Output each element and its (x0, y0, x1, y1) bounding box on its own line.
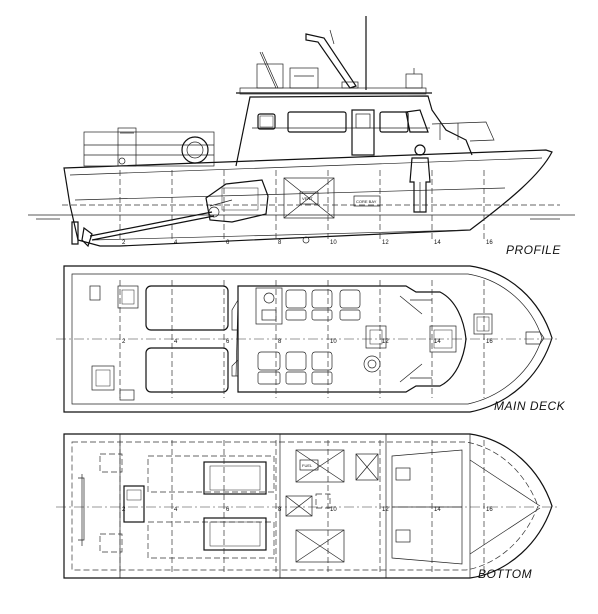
profile-vent-label: VENT (302, 196, 313, 201)
bottom-tank-label: FUEL (302, 463, 313, 468)
helm-hatch (365, 325, 387, 349)
life-ring (181, 136, 209, 164)
roof-box (256, 63, 284, 89)
engine-stbd (203, 517, 267, 551)
station-label: 12 (382, 240, 389, 246)
bottom-tank-center (285, 495, 313, 517)
station-label: 2 (122, 339, 126, 345)
cabin-window-mid (287, 111, 347, 133)
cabin-window-fwd (379, 111, 409, 133)
bottom-view: FUEL 2 4 6 8 10 12 14 16 BOTTOM (56, 433, 560, 581)
station-label: 16 (486, 240, 493, 246)
cabin-window-aft (257, 113, 276, 130)
station-label: 4 (174, 339, 178, 345)
aft-console (117, 127, 137, 167)
helm-wheel (363, 355, 381, 373)
fuel-tank-stbd (147, 521, 275, 559)
engine-profile (205, 179, 269, 223)
station-label: 12 (382, 507, 389, 513)
station-label: 2 (122, 507, 126, 513)
bottom-outline (63, 433, 553, 579)
profile-title: PROFILE (506, 243, 561, 257)
toilet-icon (263, 292, 275, 304)
head-compartment (255, 287, 283, 325)
station-label: 6 (226, 240, 230, 246)
station-label: 6 (226, 507, 230, 513)
station-label: 14 (434, 240, 441, 246)
propeller (81, 226, 93, 248)
hull-profile (63, 149, 553, 247)
profile-stations: 2 4 6 8 10 12 14 16 (119, 170, 493, 246)
station-label: 8 (278, 339, 282, 345)
engine-port (203, 461, 267, 495)
station-label: 8 (278, 507, 282, 513)
person-figure (409, 144, 431, 213)
prop-shaft (89, 211, 213, 237)
deck-fitting-1 (117, 285, 139, 309)
deck-fitting-2 (91, 365, 115, 391)
aft-hatch-stbd (145, 347, 229, 393)
bottom-tank-stbd (295, 529, 345, 563)
bow-hatch (473, 313, 493, 335)
station-label: 16 (486, 507, 493, 513)
station-label: 10 (330, 507, 337, 513)
station-label: 14 (434, 339, 441, 345)
station-label: 2 (122, 240, 126, 246)
bottom-tank-port (295, 449, 345, 483)
crane-arm (305, 33, 357, 89)
cabin-profile (235, 95, 473, 167)
main-deck-title: MAIN DECK (494, 399, 566, 413)
cabin-door (351, 109, 375, 156)
station-label: 14 (434, 507, 441, 513)
bottom-title: BOTTOM (478, 567, 532, 581)
station-label: 10 (330, 339, 337, 345)
cabin-seats (257, 289, 361, 385)
station-label: 6 (226, 339, 230, 345)
station-label: 4 (174, 240, 178, 246)
profile-panel-label: CORE BAY (356, 199, 377, 204)
profile-tank (283, 177, 335, 219)
station-label: 8 (278, 240, 282, 246)
main-deck-view: 2 4 6 8 10 12 14 16 MAIN DECK (56, 265, 566, 413)
forward-hatch (429, 325, 457, 353)
main-deck-outline (63, 265, 553, 413)
deck-stations: 2 4 6 8 10 12 14 16 (119, 280, 493, 398)
bottom-stations: 2 4 6 8 10 12 14 16 (119, 440, 493, 572)
aft-hatch-port (145, 285, 229, 331)
cabin-deck-outline (237, 285, 467, 393)
station-label: 12 (382, 339, 389, 345)
fuel-tank-port (147, 455, 275, 493)
rudder-box (123, 485, 145, 523)
aft-rail (83, 131, 215, 167)
station-label: 4 (174, 507, 178, 513)
station-label: 16 (486, 339, 493, 345)
station-label: 10 (330, 240, 337, 246)
profile-view: VENT CORE BAY 2 4 6 8 10 12 14 16 PROFILE (28, 16, 575, 257)
